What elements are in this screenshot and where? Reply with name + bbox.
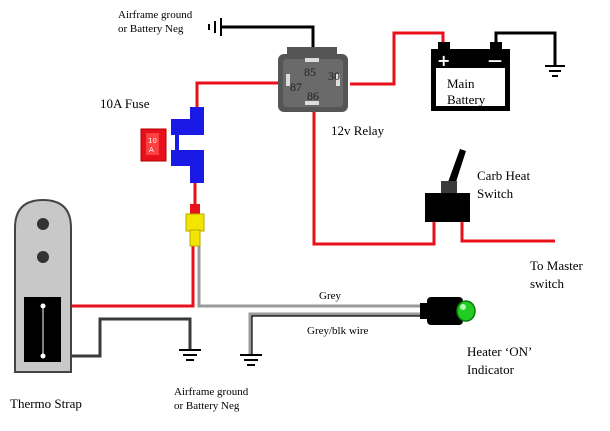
ground-symbol-icon	[179, 349, 201, 361]
grey-blk-wire-stripe	[251, 315, 426, 355]
battery-plus: +	[437, 51, 450, 70]
fuse-holder-icon	[171, 107, 204, 183]
fuse-body-label-line1: 10	[148, 137, 157, 145]
red-wire-relay-to-switch	[312, 111, 436, 246]
toggle-switch-icon	[425, 149, 470, 222]
relay-pin-30: 30	[328, 69, 340, 83]
grey-blk-wire	[248, 312, 426, 355]
grey-wire	[197, 246, 426, 308]
grey-blk-wire-label: Grey/blk wire	[307, 325, 369, 337]
switch-label-line1: Carb Heat	[477, 168, 530, 183]
black-wire-battery-to-ground	[494, 31, 557, 66]
red-wire-fuse-to-relay	[195, 81, 285, 111]
relay-pin-86: 86	[307, 89, 319, 103]
indicator-label-line2: Indicator	[467, 362, 515, 377]
ground-bottom-label-line2: or Battery Neg	[174, 400, 240, 412]
ground-symbol-icon	[545, 65, 565, 77]
indicator-label-line1: Heater ‘ON’	[467, 344, 532, 359]
relay-pin-85: 85	[304, 65, 316, 79]
battery-label-line2: Battery	[447, 92, 486, 107]
ground-symbol-icon	[240, 354, 262, 366]
relay-icon	[278, 47, 348, 112]
connector-icon	[185, 204, 205, 247]
red-wire-connector-to-strap	[43, 246, 195, 308]
black-wire-strap-to-ground	[43, 317, 192, 358]
relay-label: 12v Relay	[331, 123, 385, 138]
grey-wire-label: Grey	[319, 290, 341, 302]
thermo-strap-label: Thermo Strap	[10, 396, 82, 411]
red-wire-relay-to-battery	[350, 31, 445, 86]
ground-bottom-label-line1: Airframe ground	[174, 386, 249, 398]
thermo-strap-icon	[14, 198, 72, 373]
switch-label-line2: Switch	[477, 186, 514, 201]
battery-label-line1: Main	[447, 76, 475, 91]
battery-minus: —	[488, 53, 502, 69]
indicator-lamp-icon	[420, 297, 476, 325]
relay-pin-87: 87	[290, 80, 302, 94]
ground-top-label-line2: or Battery Neg	[118, 23, 184, 35]
fuse-label: 10A Fuse	[100, 96, 150, 111]
fuse-body-label-line2: A	[149, 146, 154, 154]
ground-top-label-line1: Airframe ground	[118, 9, 193, 21]
ground-symbol-icon	[208, 18, 222, 36]
battery-icon	[431, 42, 510, 111]
red-wire-switch-to-master	[460, 221, 555, 243]
fuse-body-icon	[140, 128, 167, 162]
master-label-line2: switch	[530, 276, 564, 291]
master-label-line1: To Master	[530, 258, 584, 273]
